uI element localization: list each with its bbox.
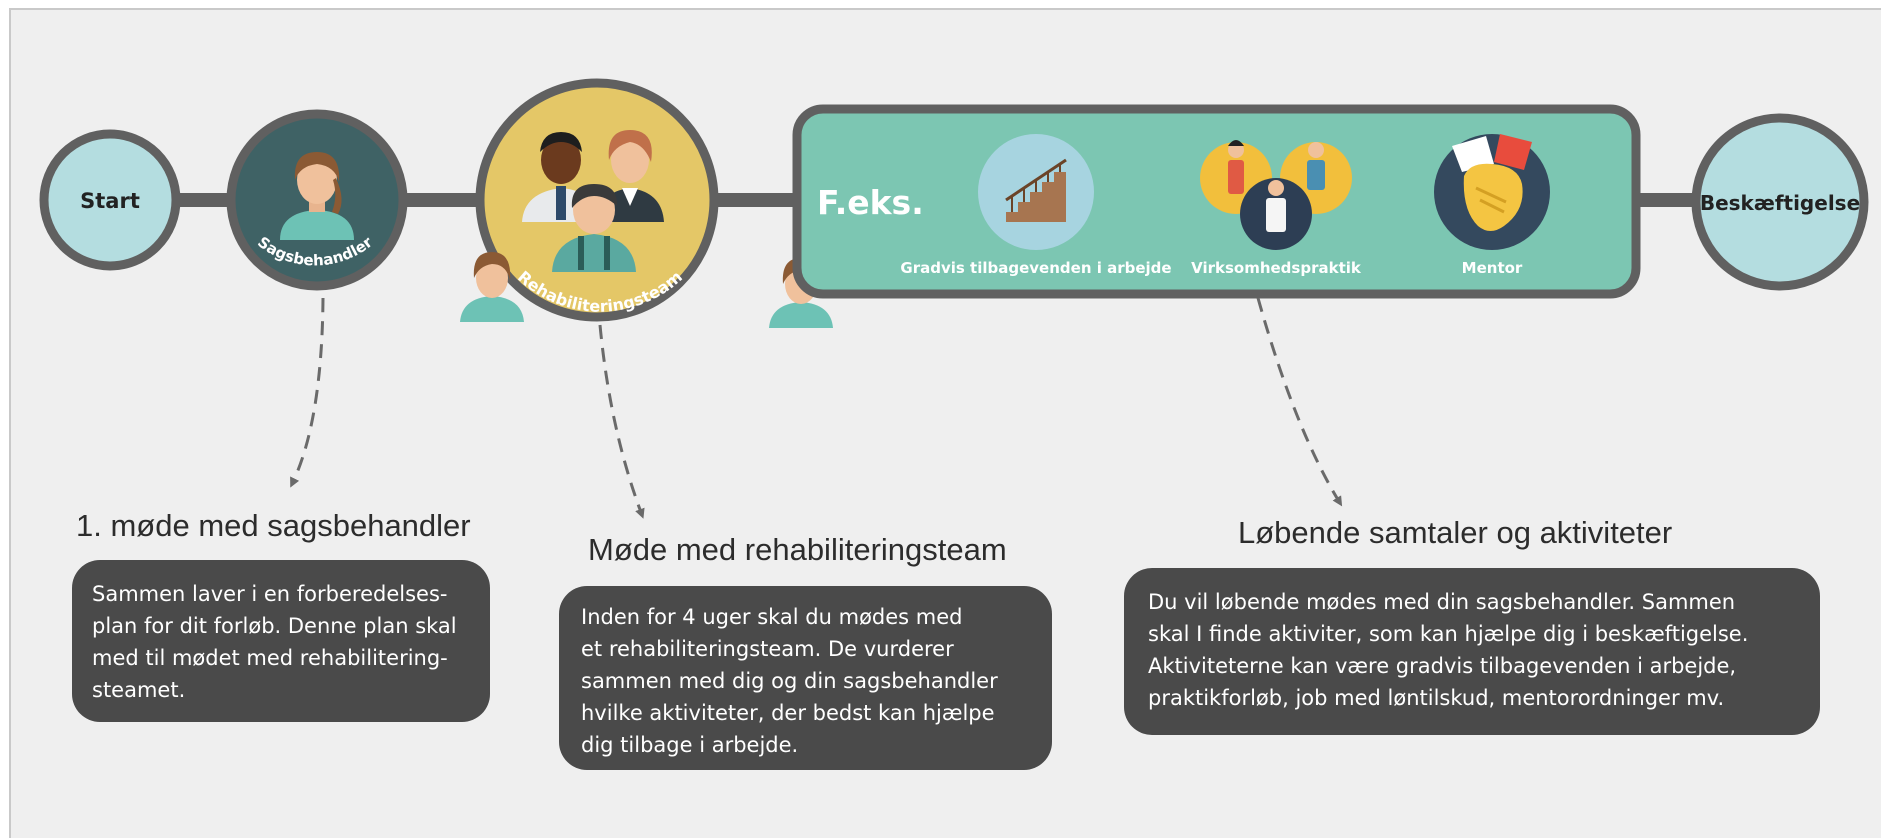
workers-icon (1200, 140, 1352, 250)
step-3-textbox: Du vil løbende mødes med din sagsbehandl… (1124, 568, 1820, 735)
connector-3 (1256, 297, 1343, 507)
step-3-line-1: Du vil løbende mødes med din sagsbehandl… (1148, 590, 1736, 614)
step-1-line-4: steamet. (92, 678, 186, 702)
step-1-line-1: Sammen laver i en forberedelses- (92, 582, 448, 606)
step-2-heading: Møde med rehabiliteringsteam (588, 532, 1007, 567)
step-3-heading: Løbende samtaler og aktiviteter (1238, 515, 1673, 550)
small-caseworker-icon-1 (460, 252, 524, 322)
start-node: Start (39, 129, 181, 271)
step-2-line-1: Inden for 4 uger skal du mødes med (581, 605, 963, 629)
caseworker-node: Sagsbehandler (226, 109, 408, 291)
end-label: Beskæftigelse (1700, 191, 1860, 215)
step-3-line-4: praktikforløb, job med løntilskud, mento… (1148, 686, 1725, 710)
step-2-line-3: sammen med dig og din sagsbehandler (581, 669, 998, 693)
handshake-icon (1434, 134, 1550, 250)
examples-panel: F.eks. Gradvis tilbagevenden i arbejde (792, 104, 1641, 299)
step-1-textbox: Sammen laver i en forberedelses- plan fo… (72, 560, 490, 722)
step-1-line-2: plan for dit forløb. Denne plan skal (92, 614, 457, 638)
step-2-line-5: dig tilbage i arbejde. (581, 733, 799, 757)
connector-2 (598, 324, 645, 519)
step-2-line-2: et rehabiliteringsteam. De vurderer (581, 637, 954, 661)
start-label: Start (80, 189, 140, 213)
connector-1 (290, 297, 325, 488)
example-label-1: Gradvis tilbagevenden i arbejde (900, 259, 1171, 277)
staircase-icon (978, 134, 1094, 250)
team-people-icon (522, 130, 664, 272)
step-2-textbox: Inden for 4 uger skal du mødes med et re… (559, 586, 1052, 770)
step-3-line-3: Aktiviteterne kan være gradvis tilbageve… (1148, 654, 1737, 678)
examples-title: F.eks. (817, 183, 924, 222)
step-1-line-3: med til mødet med rehabilitering- (92, 646, 448, 670)
example-label-2: Virksomhedspraktik (1191, 259, 1362, 277)
step-3-line-2: skal I finde aktiviter, som kan hjælpe d… (1148, 622, 1749, 646)
team-node: Rehabiliteringsteam (475, 78, 719, 322)
step-1-heading: 1. møde med sagsbehandler (76, 508, 471, 543)
caseworker-avatar-icon (280, 152, 354, 240)
step-2-line-4: hvilke aktiviteter, der bedst kan hjælpe (581, 701, 995, 725)
example-label-3: Mentor (1462, 259, 1523, 277)
end-node: Beskæftigelse (1691, 113, 1869, 291)
